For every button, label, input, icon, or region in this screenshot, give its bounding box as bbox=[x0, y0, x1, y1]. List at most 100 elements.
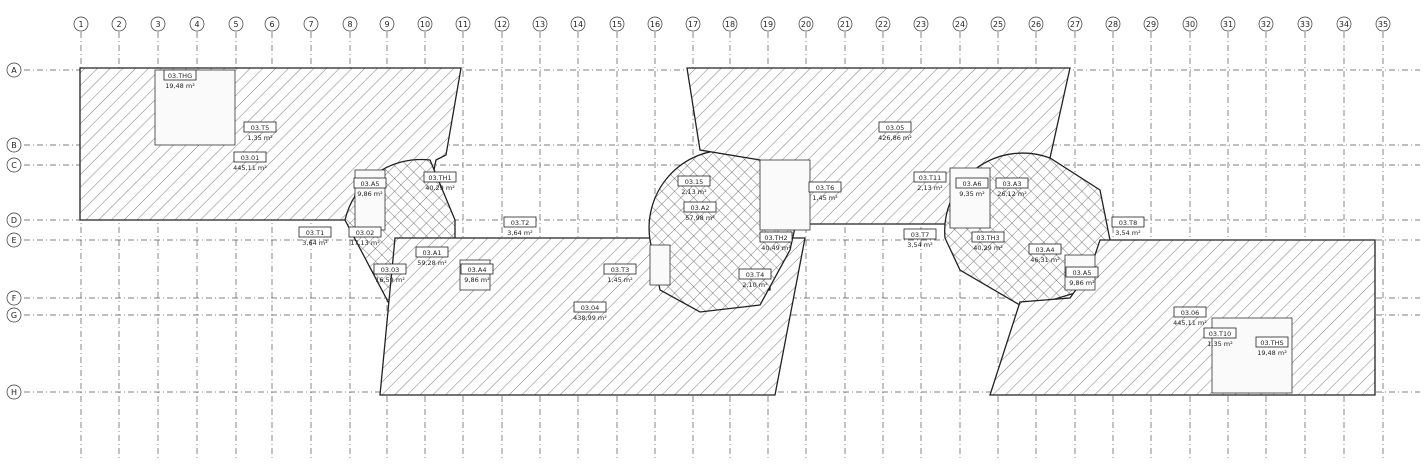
grid-column-label: 32 bbox=[1261, 20, 1271, 29]
grid-column-label: 2 bbox=[116, 20, 121, 29]
room-tag-box bbox=[995, 177, 1029, 189]
room-area: 59,28 m² bbox=[417, 259, 447, 267]
grid-column-label: 16 bbox=[650, 20, 660, 29]
room-area: 9,86 m² bbox=[1069, 279, 1095, 287]
room-area: 438,99 m² bbox=[573, 314, 607, 322]
grid-row-bubble bbox=[6, 137, 22, 153]
room-tag-box bbox=[1255, 336, 1289, 348]
room-tag: 03.A4 9,86 m² bbox=[460, 263, 494, 284]
grid-row-bubble bbox=[6, 307, 22, 323]
room-code: 03.A4 bbox=[468, 266, 487, 274]
room-area: 26,12 m² bbox=[997, 190, 1027, 198]
grid-column-label: 8 bbox=[347, 20, 352, 29]
grid-column-bubble bbox=[1182, 16, 1198, 32]
grid-column-label: 20 bbox=[801, 20, 811, 29]
room-tag: 03.T73,54 m² bbox=[903, 228, 937, 249]
room-tag-box bbox=[1173, 306, 1207, 318]
room-code: 03.TH3 bbox=[976, 234, 999, 242]
grid-row-label: E bbox=[11, 236, 16, 245]
grid-column-bubble bbox=[1028, 16, 1044, 32]
room-area: 9,86 m² bbox=[464, 276, 490, 284]
grid-column-label: 6 bbox=[269, 20, 274, 29]
grid-column-bubble bbox=[1143, 16, 1159, 32]
room-area: 445,11 m² bbox=[233, 164, 267, 172]
room-tag-box bbox=[1111, 216, 1145, 228]
grid-column-bubble bbox=[228, 16, 244, 32]
room-area: 426,86 m² bbox=[878, 134, 912, 142]
room-code: 03.T11 bbox=[919, 174, 942, 182]
grid-column-label: 34 bbox=[1339, 20, 1349, 29]
room-tag-box bbox=[373, 263, 407, 275]
grid-column-bubble bbox=[264, 16, 280, 32]
room-tag: 03.152,13 m² bbox=[677, 175, 711, 196]
room-code: 03.A6 bbox=[963, 180, 982, 188]
room-tag-box bbox=[233, 151, 267, 163]
grid-row-bubble bbox=[6, 384, 22, 400]
room-tag: 03.T83,54 m² bbox=[1111, 216, 1145, 237]
grid-column-bubble bbox=[609, 16, 625, 32]
grid-column-bubble bbox=[570, 16, 586, 32]
grid-column-bubble bbox=[1375, 16, 1391, 32]
room-code: 03.A1 bbox=[423, 249, 442, 257]
grid-column-label: 5 bbox=[233, 20, 238, 29]
grid-column-label: 1 bbox=[78, 20, 83, 29]
grid-row-bubble bbox=[6, 290, 22, 306]
room-tag-box bbox=[1028, 243, 1062, 255]
room-code: 03.T6 bbox=[816, 184, 834, 192]
room-code: 03.A3 bbox=[1003, 180, 1022, 188]
grid-column-bubble bbox=[1067, 16, 1083, 32]
room-code: 03.T3 bbox=[611, 266, 629, 274]
grid-column-label: 12 bbox=[497, 20, 507, 29]
room-tag-box bbox=[163, 69, 197, 81]
room-tag-box bbox=[603, 263, 637, 275]
room-code: 03.T2 bbox=[511, 219, 529, 227]
grid-column-label: 29 bbox=[1146, 20, 1156, 29]
grid-column-label: 18 bbox=[725, 20, 735, 29]
grid-column-bubble bbox=[1297, 16, 1313, 32]
grid-column-bubble bbox=[455, 16, 471, 32]
room-area: 1,45 m² bbox=[812, 194, 838, 202]
grid-column-bubble bbox=[798, 16, 814, 32]
grid-column-label: 9 bbox=[384, 20, 389, 29]
grid-column-bubble bbox=[532, 16, 548, 32]
room-code: 03.T7 bbox=[911, 231, 929, 239]
room-code: 03.T5 bbox=[251, 124, 269, 132]
grid-row-label: A bbox=[11, 66, 17, 75]
room-tag: 03.A1 59,28 m² bbox=[415, 246, 449, 267]
room-tag-box bbox=[677, 175, 711, 187]
core-west-upper bbox=[154, 69, 236, 146]
room-code: 03.15 bbox=[685, 178, 704, 186]
grid-column-label: 28 bbox=[1108, 20, 1118, 29]
grid-column-label: 24 bbox=[955, 20, 965, 29]
grid-column-label: 10 bbox=[420, 20, 430, 29]
grid-column-label: 17 bbox=[688, 20, 698, 29]
room-area: 40,49 m² bbox=[761, 244, 791, 252]
grid-column-label: 7 bbox=[308, 20, 313, 29]
room-tag-box bbox=[298, 226, 332, 238]
room-area: 9,35 m² bbox=[959, 190, 985, 198]
grid-row-label: G bbox=[11, 311, 17, 320]
room-code: 03.THS bbox=[1260, 339, 1283, 347]
grid-column-bubble bbox=[990, 16, 1006, 32]
grid-column-label: 25 bbox=[993, 20, 1003, 29]
room-code: 03.T1 bbox=[306, 229, 324, 237]
room-area: 3,64 m² bbox=[302, 239, 328, 247]
grid-column-bubble bbox=[379, 16, 395, 32]
grid-row-bubble bbox=[6, 212, 22, 228]
room-code: 03.A2 bbox=[691, 204, 710, 212]
room-tag-box bbox=[573, 301, 607, 313]
room-tag-box bbox=[460, 263, 494, 275]
room-area: 19,48 m² bbox=[165, 82, 195, 90]
grid-column-label: 33 bbox=[1300, 20, 1310, 29]
room-area: 3,64 m² bbox=[507, 229, 533, 237]
room-tag-box bbox=[759, 231, 793, 243]
room-code: 03.03 bbox=[381, 266, 400, 274]
